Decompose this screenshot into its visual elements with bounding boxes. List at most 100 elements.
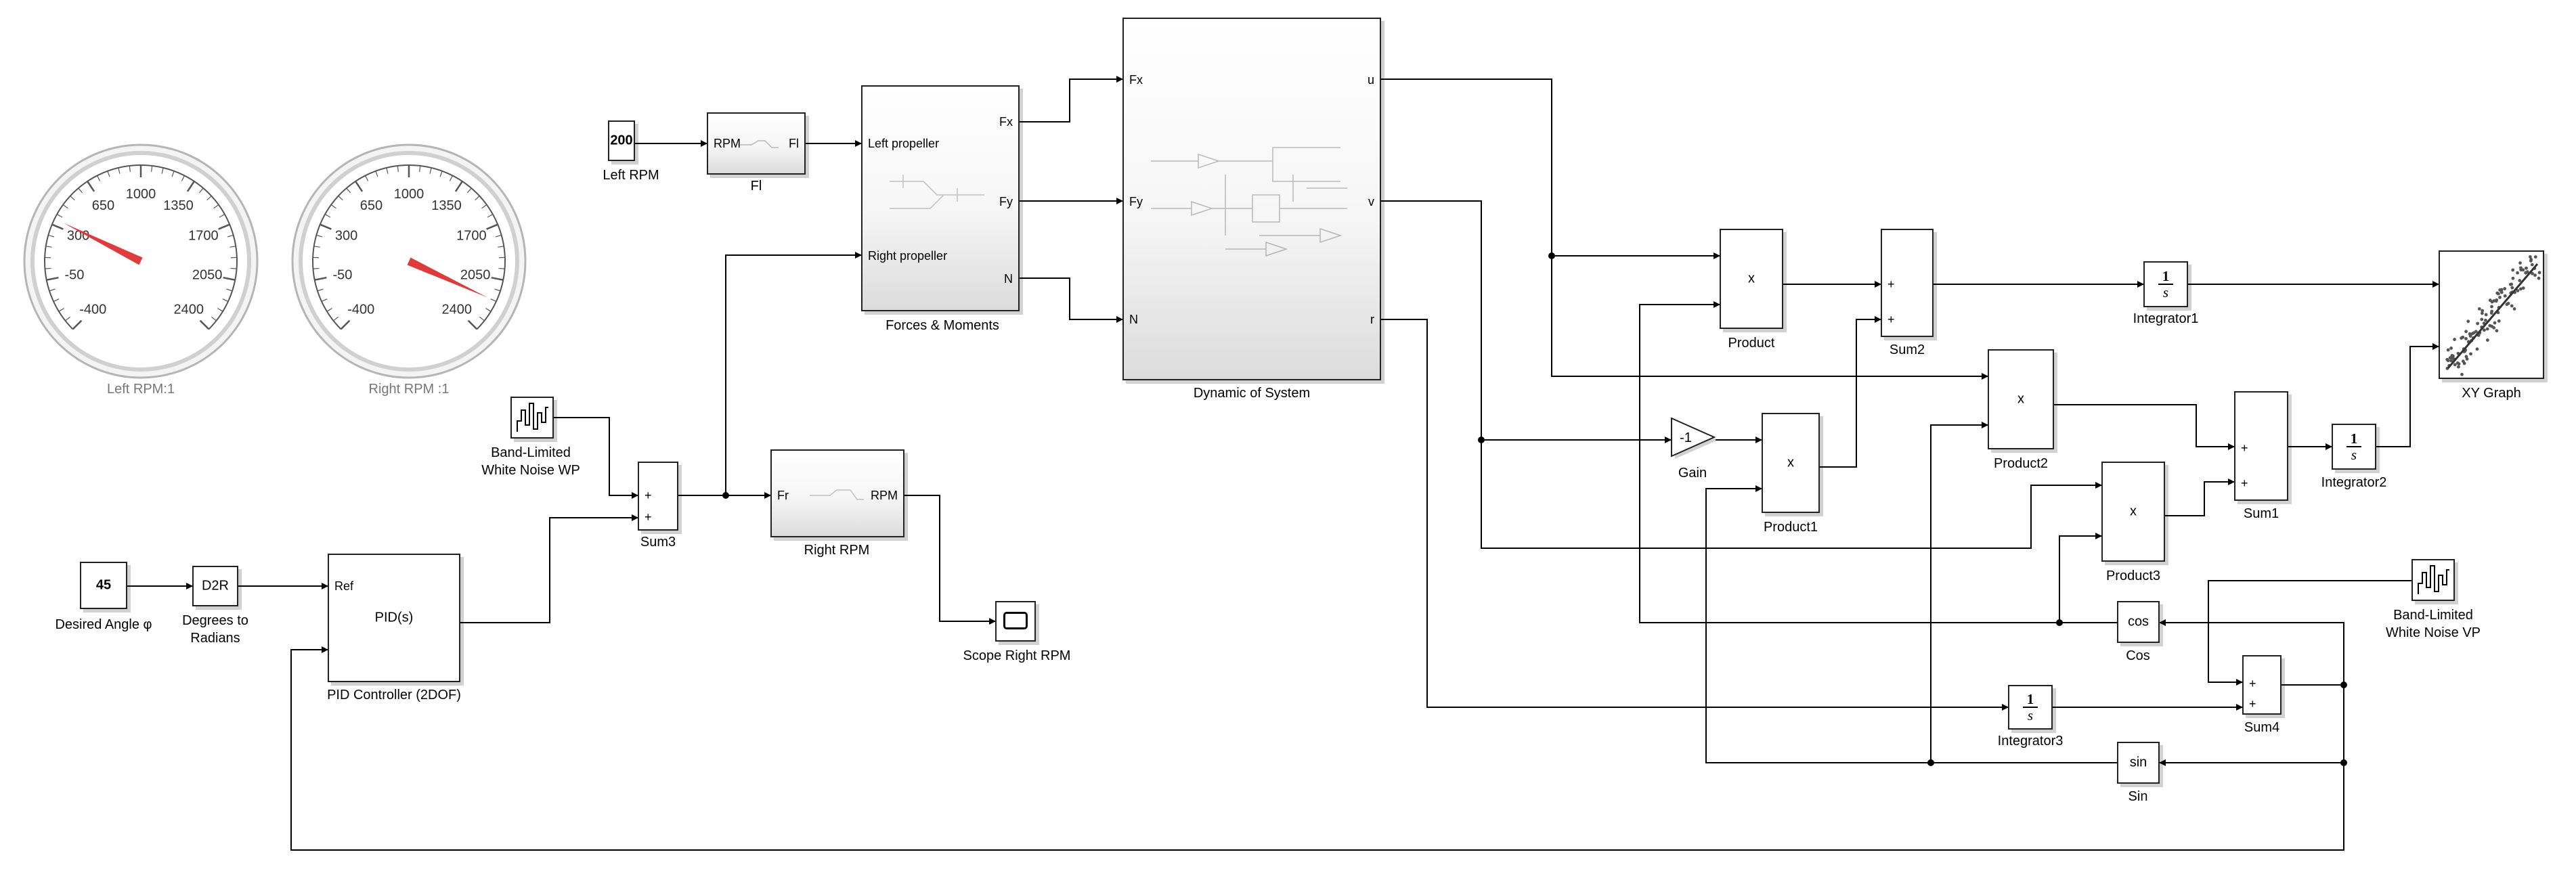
port-right-propeller: Right propeller — [868, 249, 948, 263]
noise-vp-block[interactable] — [2411, 559, 2455, 601]
line-rightrpm-to-scope — [904, 495, 996, 625]
fl-subsystem-block[interactable]: RPM Fl — [707, 112, 806, 175]
gain-block[interactable]: -1 — [1669, 417, 1718, 462]
gauge-tick-label: 2400 — [173, 303, 204, 317]
branch-points — [722, 252, 2347, 766]
line-noise-vp-to-sum4 — [2208, 580, 2411, 686]
gain-label: Gain — [1678, 466, 1707, 481]
line-fx — [1020, 76, 1123, 122]
dynamic-of-system-label: Dynamic of System — [1193, 386, 1311, 401]
sum2-block[interactable]: + + — [1881, 229, 1934, 337]
pid-controller-block[interactable]: Ref PID(s) — [328, 554, 460, 682]
gauge-needle — [63, 223, 143, 265]
port-fl: Fl — [789, 137, 799, 150]
port-ref: Ref — [334, 579, 354, 593]
integrator-tf: 1 s — [2009, 692, 2051, 723]
product3-block[interactable]: x — [2101, 462, 2165, 562]
integrator-tf: 1 s — [2145, 269, 2187, 300]
sum3-block[interactable]: + + — [638, 462, 678, 531]
line-v-to-product3 — [1481, 440, 2102, 549]
subsystem-thumbnail-icon — [810, 489, 864, 500]
product1-block[interactable]: x — [1762, 413, 1820, 513]
line-sum4-to-cos — [2159, 619, 2344, 686]
product-block[interactable]: x — [1720, 229, 1783, 329]
line-u-to-product2 — [1551, 256, 1988, 380]
noise-wp-label-1: Band-Limited — [491, 445, 571, 460]
subsystem-thumbnail-icon — [1151, 147, 1347, 257]
sin-label: Sin — [2128, 789, 2148, 804]
noise-vp-label-1: Band-Limited — [2393, 608, 2473, 623]
port-rpm-out: RPM — [871, 489, 898, 502]
port-n-in: N — [1129, 313, 1138, 326]
gauge-right-caption: Right RPM :1 — [368, 382, 450, 397]
scope-right-rpm-block[interactable] — [995, 601, 1036, 642]
constant-left-rpm-block[interactable]: 200 — [608, 120, 635, 161]
pid-controller-label: PID Controller (2DOF) — [327, 688, 461, 703]
scope-right-rpm-label: Scope Right RPM — [963, 648, 1071, 663]
line-r-to-int3 — [1381, 319, 2009, 711]
gauge-tick-label: 2050 — [192, 268, 223, 283]
gauge-tick-label: 1350 — [163, 198, 194, 213]
sum-sign-2: + — [1887, 313, 1895, 326]
integrator3-block[interactable]: 1 s — [2008, 685, 2053, 730]
dynamic-of-system-subsystem-block[interactable]: Fx Fy N u v r — [1122, 18, 1381, 380]
sin-block[interactable]: sin — [2117, 742, 2160, 784]
xy-graph-block[interactable] — [2439, 250, 2544, 379]
desired-angle-label: Desired Angle φ — [55, 617, 152, 632]
port-fy-in: Fy — [1129, 195, 1143, 208]
sum3-label: Sum3 — [640, 535, 676, 550]
gauge-tick-label: 2050 — [460, 268, 491, 283]
gauge-tick-label: 1350 — [431, 198, 462, 213]
port-u: u — [1367, 73, 1374, 87]
line-product2-to-sum1 — [2054, 404, 2235, 450]
sum-sign-1: + — [2249, 677, 2256, 690]
line-feedback-to-pid — [290, 646, 2344, 851]
line-product1-to-sum2 — [1820, 316, 1881, 468]
gauge-tick-label: 2400 — [441, 303, 472, 317]
port-r: r — [1370, 313, 1374, 326]
product-symbol: x — [1787, 455, 1794, 470]
cos-text: cos — [2127, 614, 2149, 629]
cos-block[interactable]: cos — [2117, 601, 2160, 643]
line-v-to-gain — [1381, 200, 1672, 443]
forces-moments-subsystem-block[interactable]: Left propeller Right propeller Fx Fy N — [861, 85, 1020, 311]
gauge-tick-label: 1700 — [456, 229, 487, 244]
product2-block[interactable]: x — [1988, 349, 2054, 449]
gauge-tick-label: 1700 — [188, 229, 219, 244]
d2r-label-1: Degrees to — [182, 613, 248, 628]
line-noise-wp-to-sum3 — [554, 417, 638, 499]
noise-waveform-icon — [2418, 565, 2449, 594]
sum1-block[interactable]: + + — [2234, 391, 2288, 501]
constant-left-rpm-label: Left RPM — [603, 168, 659, 183]
gauge-tick-label: -50 — [332, 268, 352, 283]
sum4-block[interactable]: + + — [2242, 655, 2282, 715]
noise-wp-label-2: White Noise WP — [481, 463, 580, 478]
sum-sign-1: + — [2241, 441, 2248, 455]
integrator-tf: 1 s — [2333, 431, 2375, 462]
gauge-needle — [407, 257, 488, 298]
forces-moments-label: Forces & Moments — [886, 318, 999, 333]
integrator1-block[interactable]: 1 s — [2143, 261, 2188, 307]
line-cos-branch-product3 — [2059, 533, 2102, 623]
port-v: v — [1368, 195, 1374, 208]
port-fx: Fx — [999, 115, 1013, 129]
line-int2-to-xy — [2376, 343, 2439, 447]
integrator2-block[interactable]: 1 s — [2332, 424, 2376, 470]
product-symbol: x — [2130, 504, 2137, 519]
d2r-block[interactable]: D2R — [192, 566, 238, 606]
d2r-text: D2R — [201, 578, 229, 594]
noise-wp-block[interactable] — [510, 397, 554, 439]
constant-desired-angle-block[interactable]: 45 — [80, 562, 127, 609]
gauge-tick-label: -400 — [347, 303, 374, 317]
d2r-label-2: Radians — [190, 631, 240, 646]
product2-label: Product2 — [1993, 456, 2049, 471]
scope-screen-icon — [1003, 612, 1028, 629]
line-product3-to-sum1 — [2165, 478, 2235, 516]
gauge-tick-label: 650 — [92, 198, 114, 213]
right-rpm-subsystem-block[interactable]: Fr RPM — [770, 449, 904, 537]
port-fr: Fr — [777, 489, 789, 502]
